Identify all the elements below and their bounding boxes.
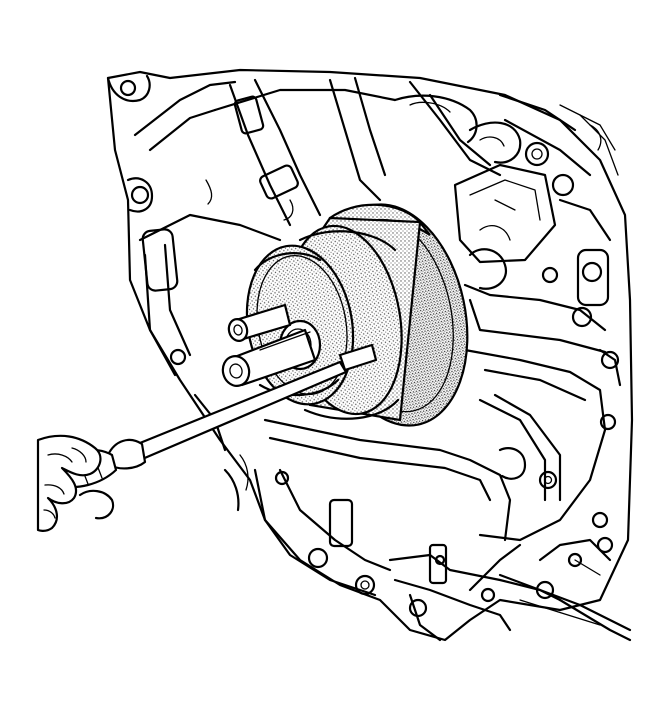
- flange-lobe-left: [126, 177, 154, 213]
- bolt-boss: [551, 173, 575, 197]
- rail-slot: [428, 543, 448, 585]
- frame-edge: [498, 573, 632, 632]
- bolt-hole: [130, 185, 150, 205]
- screwdriver: [58, 360, 348, 488]
- bolt-hole: [408, 598, 428, 618]
- bolt-hole: [119, 79, 137, 97]
- hand: [36, 434, 115, 532]
- bolt-boss: [524, 141, 550, 167]
- guide-pins: [221, 303, 378, 387]
- bolt-hole: [169, 348, 187, 366]
- rail-slot: [328, 498, 354, 548]
- flange-lobe-top-left: [106, 74, 151, 102]
- bearing-cap: [498, 447, 527, 480]
- seal-installer-tool: [245, 203, 469, 427]
- hand-fingers: [36, 434, 102, 532]
- bolt-hole: [571, 306, 593, 328]
- block-window-upper-right: [453, 163, 557, 264]
- side-pocket: [576, 248, 610, 307]
- bolt-hole: [541, 266, 559, 284]
- bolt-hole: [538, 470, 558, 490]
- bolt-hole: [307, 547, 329, 569]
- guide-pin-small: [338, 343, 378, 372]
